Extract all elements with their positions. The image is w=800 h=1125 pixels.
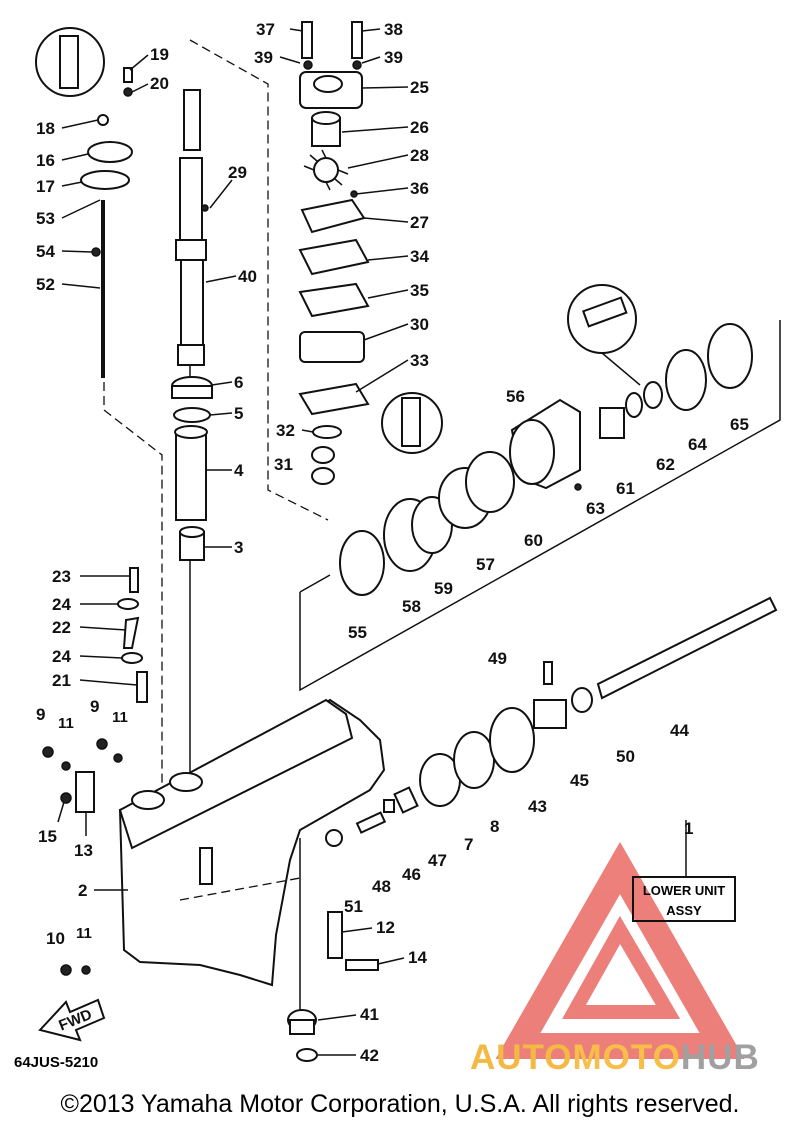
label-58: 58 bbox=[402, 597, 421, 616]
label-28: 28 bbox=[410, 146, 429, 165]
bolts-top bbox=[301, 21, 363, 70]
detail-inset-left bbox=[35, 27, 105, 97]
label-5: 5 bbox=[234, 404, 243, 423]
label-15: 15 bbox=[38, 827, 57, 846]
label-43: 43 bbox=[528, 797, 547, 816]
label-55: 55 bbox=[348, 623, 367, 642]
label-18: 18 bbox=[36, 119, 55, 138]
detail-inset-right bbox=[567, 284, 637, 354]
label-41: 41 bbox=[360, 1005, 379, 1024]
label-53: 53 bbox=[36, 209, 55, 228]
shift-linkage bbox=[117, 567, 148, 703]
label-9a: 9 bbox=[36, 705, 45, 724]
oil-seal-housing bbox=[171, 376, 213, 561]
label-36: 36 bbox=[410, 179, 429, 198]
diagram-code: 64JUS-5210 bbox=[14, 1054, 99, 1071]
label-9b: 9 bbox=[90, 697, 99, 716]
label-4: 4 bbox=[234, 461, 244, 480]
label-11c: 11 bbox=[76, 925, 92, 942]
assy-line2: ASSY bbox=[666, 903, 702, 918]
label-19: 19 bbox=[150, 45, 169, 64]
label-20: 20 bbox=[150, 74, 169, 93]
logo-part-hub: HUB bbox=[680, 1038, 760, 1077]
label-17: 17 bbox=[36, 177, 55, 196]
logo-part-moto: MOTO bbox=[572, 1038, 681, 1077]
drive-shaft-box bbox=[189, 39, 329, 521]
label-2: 2 bbox=[78, 881, 87, 900]
watermark-logo-text: AUTOMOTOHUB bbox=[470, 1038, 760, 1078]
gear-box-outline bbox=[299, 320, 781, 692]
label-49: 49 bbox=[488, 649, 507, 668]
propeller-shaft-group bbox=[325, 596, 778, 847]
label-63: 63 bbox=[586, 499, 605, 518]
water-pump-stack bbox=[298, 71, 370, 416]
assy-line1: LOWER UNIT bbox=[642, 883, 726, 898]
impeller bbox=[303, 149, 349, 191]
label-21: 21 bbox=[52, 671, 71, 690]
label-16: 16 bbox=[36, 151, 55, 170]
label-46: 46 bbox=[402, 865, 421, 884]
label-61: 61 bbox=[616, 479, 635, 498]
lower-casing bbox=[118, 698, 386, 1010]
lower-unit-assy-box: LOWER UNIT ASSY bbox=[632, 876, 736, 922]
label-13: 13 bbox=[74, 841, 93, 860]
bearing-64-65 bbox=[665, 323, 753, 411]
label-29: 29 bbox=[228, 163, 247, 182]
label-50: 50 bbox=[616, 747, 635, 766]
copyright-notice: ©2013 Yamaha Motor Corporation, U.S.A. A… bbox=[60, 1090, 740, 1118]
label-40: 40 bbox=[238, 267, 257, 286]
label-33: 33 bbox=[410, 351, 429, 370]
label-44: 44 bbox=[670, 721, 689, 740]
label-27: 27 bbox=[410, 213, 429, 232]
label-62: 62 bbox=[656, 455, 675, 474]
label-37: 37 bbox=[256, 20, 275, 39]
label-12: 12 bbox=[376, 918, 395, 937]
label-7: 7 bbox=[464, 835, 473, 854]
label-39b: 39 bbox=[384, 48, 403, 67]
label-22: 22 bbox=[52, 618, 71, 637]
logo-part-auto: AUTO bbox=[470, 1038, 573, 1077]
label-60: 60 bbox=[524, 531, 543, 550]
label-8: 8 bbox=[490, 817, 499, 836]
label-30: 30 bbox=[410, 315, 429, 334]
label-14: 14 bbox=[408, 948, 427, 967]
watermark-logo-triangle bbox=[495, 841, 745, 1059]
label-11b: 11 bbox=[112, 709, 128, 726]
label-52: 52 bbox=[36, 275, 55, 294]
label-59: 59 bbox=[434, 579, 453, 598]
label-54: 54 bbox=[36, 242, 55, 261]
label-65: 65 bbox=[730, 415, 749, 434]
label-42: 42 bbox=[360, 1046, 379, 1065]
part-number-labels: 37 38 39 39 25 26 28 36 27 34 35 30 33 3… bbox=[36, 20, 749, 1065]
label-35: 35 bbox=[410, 281, 429, 300]
label-10: 10 bbox=[46, 929, 65, 948]
forward-gear-group bbox=[339, 381, 663, 596]
label-34: 34 bbox=[410, 247, 429, 266]
label-25: 25 bbox=[410, 78, 429, 97]
label-56: 56 bbox=[506, 387, 525, 406]
label-45: 45 bbox=[570, 771, 589, 790]
label-64: 64 bbox=[688, 435, 707, 454]
leader-lines bbox=[57, 28, 687, 1056]
label-32: 32 bbox=[276, 421, 295, 440]
drive-shaft bbox=[175, 89, 207, 366]
label-24a: 24 bbox=[52, 595, 71, 614]
label-31: 31 bbox=[274, 455, 293, 474]
label-23: 23 bbox=[52, 567, 71, 586]
label-24b: 24 bbox=[52, 647, 71, 666]
detail-inset-top bbox=[381, 392, 443, 454]
label-1: 1 bbox=[684, 819, 693, 838]
label-3: 3 bbox=[234, 538, 243, 557]
label-26: 26 bbox=[410, 118, 429, 137]
fwd-arrow: FWD bbox=[38, 998, 106, 1042]
label-6: 6 bbox=[234, 373, 243, 392]
label-47: 47 bbox=[428, 851, 447, 870]
label-51: 51 bbox=[344, 897, 363, 916]
label-11a: 11 bbox=[58, 715, 74, 732]
label-57: 57 bbox=[476, 555, 495, 574]
label-39a: 39 bbox=[254, 48, 273, 67]
label-38: 38 bbox=[384, 20, 403, 39]
label-48: 48 bbox=[372, 877, 391, 896]
